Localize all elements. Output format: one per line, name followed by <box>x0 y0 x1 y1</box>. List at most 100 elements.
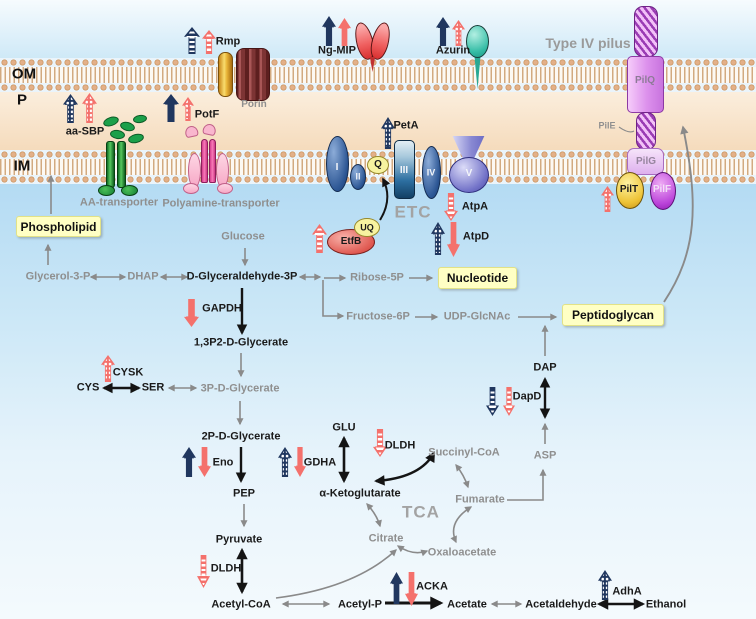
label-asp: ASP <box>533 449 557 462</box>
label-pilg: PilG <box>635 156 657 167</box>
label-fructose-6p: Fructose-6P <box>346 310 410 323</box>
regulation-arrow-rmp-red-up <box>202 30 216 54</box>
label-atpa: AtpA <box>461 200 489 213</box>
label-etfb: EtfB <box>340 236 362 247</box>
label-polyamine-transporter: Polyamine-transporter <box>162 197 280 210</box>
label-porin: Porin <box>241 99 267 110</box>
label-dap: DAP <box>533 361 557 374</box>
label-potf: PotF <box>194 108 220 121</box>
label-complex-i: I <box>335 162 339 173</box>
label-pep: PEP <box>232 487 256 500</box>
label-complex-iii: III <box>399 165 409 176</box>
label-3p-d-glycerate: 3P-D-Glycerate <box>200 382 280 395</box>
polyamine-foot-1 <box>183 183 199 194</box>
label-complex-v: V <box>465 168 473 179</box>
regulation-arrow-dldh-lower-red-down <box>197 555 210 588</box>
label-rmp: Rmp <box>215 35 241 48</box>
label-dhap: DHAP <box>127 270 159 283</box>
regulation-arrow-gapdh-red-down <box>184 299 199 327</box>
highlight-box-peptidoglycan: Peptidoglycan <box>562 304 664 326</box>
regulation-arrow-adha-blue-up <box>598 570 612 600</box>
pilus-coil-top <box>634 6 658 57</box>
azurin-tail <box>474 55 481 89</box>
label-acetyl-coa: Acetyl-CoA <box>211 598 271 611</box>
highlight-box-nucleotide: Nucleotide <box>438 267 517 289</box>
polyamine-bar-1 <box>201 139 208 183</box>
aa-transporter-bar-2 <box>117 141 126 188</box>
label-complex-iv: IV <box>426 167 436 178</box>
label-dldh-upper: DLDH <box>384 439 416 452</box>
etc-complex-iii <box>394 140 415 199</box>
label-ethanol: Ethanol <box>645 598 687 611</box>
label-aa-sbp: aa-SBP <box>65 125 105 138</box>
label-periplasm: P <box>16 91 28 109</box>
regulation-arrow-atpa-red-down <box>444 193 458 221</box>
label-oxaloacetate: Oxaloacetate <box>427 546 497 559</box>
etc-complex-ii <box>350 164 366 190</box>
regulation-arrow-aasbp-blue-up <box>63 94 78 123</box>
label-ser: SER <box>141 381 165 394</box>
label-succinyl-coa: Succinyl-CoA <box>428 446 500 459</box>
etc-q <box>367 156 389 174</box>
label-aa-transporter: AA-transporter <box>79 196 159 209</box>
label-fumarate: Fumarate <box>455 493 505 506</box>
etc-complex-i <box>326 136 349 192</box>
pilus-coil-mid <box>636 112 656 150</box>
label-pilq: PilQ <box>634 75 656 86</box>
regulation-arrow-azurin-red-up <box>452 20 465 46</box>
regulation-arrow-atpd-red-down <box>447 222 460 257</box>
label-uq: UQ <box>360 222 374 233</box>
label-glucose: Glucose <box>221 230 265 243</box>
label-eno: Eno <box>212 456 234 469</box>
label-dldh-lower: DLDH <box>210 562 242 575</box>
rmp-cylinder <box>218 52 233 97</box>
aa-transporter-bar-1 <box>106 141 115 188</box>
regulation-arrow-azurin-blue-up <box>436 17 450 46</box>
label-ribose-5p: Ribose-5P <box>350 271 404 284</box>
aa-transporter-foot-1 <box>98 185 115 196</box>
label-2p-d-glycerate: 2P-D-Glycerate <box>201 430 281 443</box>
label-alpha-ketoglutarate: α-Ketoglutarate <box>319 487 401 500</box>
label-atpd: AtpD <box>462 230 490 243</box>
regulation-arrow-rmp-blue-up <box>184 27 200 54</box>
regulation-arrow-potf-blue-up <box>163 94 179 122</box>
etc-complex-v-sphere <box>449 157 489 193</box>
label-complex-ii: II <box>355 171 361 182</box>
label-13p2-d-glycerate: 1,3P2-D-Glycerate <box>193 336 289 349</box>
label-type-iv-pilus: Type IV pilus <box>545 35 631 51</box>
label-adha: AdhA <box>612 585 642 598</box>
regulation-arrow-gdha-blue-up <box>278 447 292 477</box>
regulation-arrow-eno-red-down <box>198 447 211 477</box>
label-etc: ETC <box>394 202 432 222</box>
highlight-box-phospholipid: Phospholipid <box>16 216 101 237</box>
label-acetate: Acetate <box>447 598 487 611</box>
cytoplasm-region <box>0 184 756 619</box>
regulation-arrow-potf-red-up <box>182 97 194 121</box>
label-om: OM <box>11 65 37 83</box>
regulation-arrow-etfb-red-up <box>312 224 327 253</box>
aa-transporter-foot-2 <box>121 185 138 196</box>
label-gapdh: GAPDH <box>202 302 242 315</box>
label-acetyl-p: Acetyl-P <box>337 598 383 611</box>
label-dapd: DapD <box>512 390 542 403</box>
polyamine-bar-2 <box>209 139 216 183</box>
uq-ellipse <box>354 218 380 237</box>
label-citrate: Citrate <box>368 532 404 545</box>
etc-complex-iv <box>422 146 441 199</box>
label-tca: TCA <box>402 502 440 522</box>
label-cysk: CYSK <box>112 366 144 379</box>
pilt-ellipse <box>616 172 644 209</box>
regulation-arrow-aasbp-red-up <box>82 93 97 123</box>
label-d-glyceraldehyde-3p: D-Glyceraldehyde-3P <box>186 270 298 283</box>
regulation-arrow-dapd-blue-down <box>486 387 499 416</box>
label-acka: ACKA <box>416 580 448 593</box>
regulation-arrow-ngmip-blue-up <box>322 16 336 46</box>
label-gdha: GDHA <box>303 456 337 469</box>
regulation-arrow-atpd-blue-up <box>431 222 445 255</box>
label-peta: PetA <box>393 119 419 132</box>
label-azurin: Azurin <box>435 44 471 57</box>
ngmip-tail <box>369 57 376 72</box>
label-pile: PilE <box>598 120 616 131</box>
azurin-body <box>466 25 489 58</box>
label-udp-glcnac: UDP-GlcNAc <box>443 310 511 323</box>
